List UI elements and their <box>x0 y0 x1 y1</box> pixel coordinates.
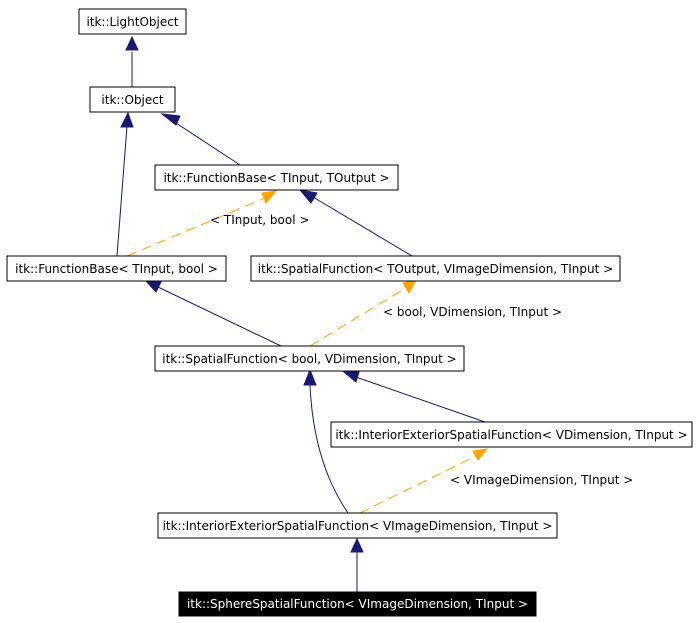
arrow-head <box>125 35 139 51</box>
arrow-head <box>402 279 417 295</box>
edge-template-spatialfunction-bool <box>309 287 407 347</box>
edge-functionbase-bool-to-object <box>116 125 128 257</box>
edge-label-tinput-bool: < TInput, bool > <box>210 213 309 227</box>
edge-spatialfunction-bool-to-functionbase-bool <box>157 286 282 347</box>
node-label: itk::Object <box>101 93 163 107</box>
node-functionbase-tinput-bool[interactable]: itk::FunctionBase< TInput, bool > <box>6 255 227 282</box>
node-interiorexterior-vdimension[interactable]: itk::InteriorExteriorSpatialFunction< VD… <box>330 421 693 448</box>
node-spatialfunction-toutput[interactable]: itk::SpatialFunction< TOutput, VImageDim… <box>250 255 621 282</box>
node-label: itk::FunctionBase< TInput, bool > <box>15 262 218 276</box>
arrow-head <box>472 448 489 461</box>
node-object[interactable]: itk::Object <box>89 86 176 113</box>
edge-spatialfunction-to-functionbase <box>312 196 413 257</box>
node-label: itk::InteriorExteriorSpatialFunction< VI… <box>163 519 553 533</box>
node-label: itk::SpatialFunction< bool, VDimension, … <box>162 352 456 366</box>
arrow-head <box>261 190 278 204</box>
node-functionbase-tinput-toutput[interactable]: itk::FunctionBase< TInput, TOutput > <box>154 164 399 191</box>
arrow-head <box>303 368 317 386</box>
node-label: itk::InteriorExteriorSpatialFunction< VD… <box>335 428 687 442</box>
arrow-head <box>120 111 134 128</box>
node-label: itk::LightObject <box>86 15 178 29</box>
edge-interiorexterior-vimage-to-spatialfunction <box>309 384 349 514</box>
edge-template-interiorexterior <box>359 455 477 514</box>
edge-interiorexterior-to-spatialfunction <box>355 376 486 423</box>
arrow-head <box>342 371 360 383</box>
edge-label-bool-vdimension-tinput: < bool, VDimension, TInput > <box>383 305 562 319</box>
arrow-head <box>144 280 162 293</box>
edge-functionbase-to-object <box>172 120 241 166</box>
node-label: itk::SphereSpatialFunction< VImageDimens… <box>187 597 528 611</box>
edge-template-functionbase-bool <box>126 197 266 257</box>
node-label: itk::FunctionBase< TInput, TOutput > <box>163 171 389 185</box>
node-label: itk::SpatialFunction< TOutput, VImageDim… <box>258 262 613 276</box>
node-spherespatialfunction[interactable]: itk::SphereSpatialFunction< VImageDimens… <box>178 591 537 617</box>
node-interiorexterior-vimagedimension[interactable]: itk::InteriorExteriorSpatialFunction< VI… <box>157 512 558 539</box>
arrow-head <box>160 113 181 126</box>
arrow-head <box>350 537 364 553</box>
arrow-head <box>298 189 318 204</box>
node-lightobject[interactable]: itk::LightObject <box>78 8 187 35</box>
node-spatialfunction-bool[interactable]: itk::SpatialFunction< bool, VDimension, … <box>154 345 465 372</box>
edge-label-vimagedimension-tinput: < VImageDimension, TInput > <box>450 473 633 487</box>
